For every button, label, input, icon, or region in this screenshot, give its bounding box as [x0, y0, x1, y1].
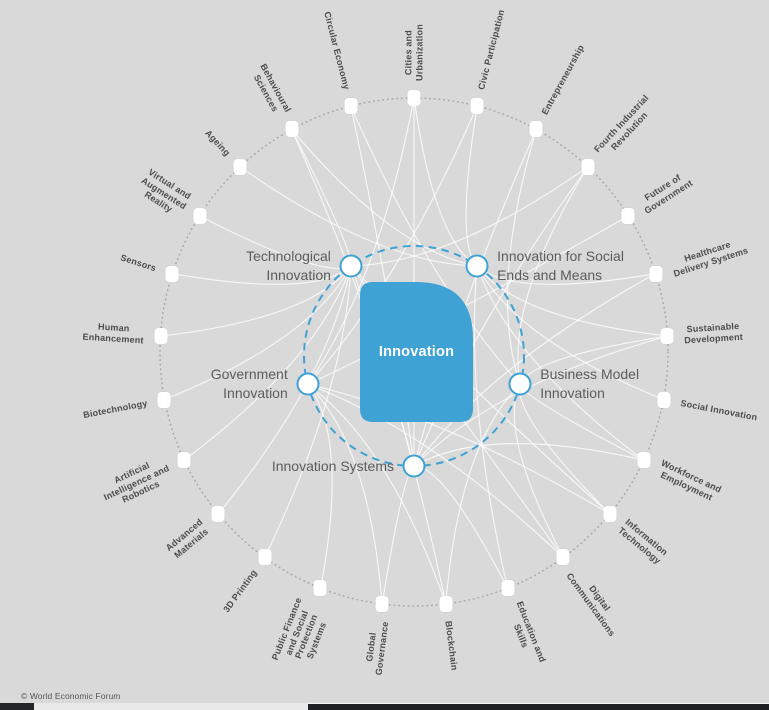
link-technological-innovation--biotechnology [164, 265, 352, 401]
link-government-innovation--information-technology [307, 383, 611, 515]
outer-node-blockchain[interactable] [439, 595, 453, 612]
bottom-bar-segment-middle [34, 703, 308, 710]
outer-node-entrepreneurship[interactable] [529, 121, 543, 138]
outer-node-circular-economy[interactable] [344, 97, 358, 114]
link-government-innovation--cities-and-urbanization [307, 97, 415, 385]
link-government-innovation--public-finance-and-social-protection-systems [307, 384, 333, 589]
link-innovation-for-social-ends-and-means--sustainable-development [476, 265, 668, 337]
outer-node-future-of-government[interactable] [621, 207, 635, 224]
link-innovation-systems--healthcare-delivery-systems [413, 273, 656, 467]
outer-node-workforce-and-employment[interactable] [637, 452, 651, 469]
outer-label-sensors[interactable]: Sensors [119, 251, 158, 273]
inner-label-innovation-systems[interactable]: Innovation Systems [271, 457, 394, 474]
link-innovation-systems--fourth-industrial-revolution [413, 166, 589, 467]
link-innovation-for-social-ends-and-means--healthcare-delivery-systems [476, 265, 656, 285]
inner-node-government-innovation[interactable] [296, 372, 320, 396]
link-technological-innovation--3d-printing [264, 265, 352, 558]
outer-node-cities-and-urbanization[interactable] [407, 90, 421, 106]
outer-node-artificial-intelligence-and-robotics[interactable] [177, 452, 191, 469]
link-innovation-systems--workforce-and-employment [413, 442, 644, 467]
outer-node-education-and-skills[interactable] [501, 580, 514, 597]
link-innovation-for-social-ends-and-means--workforce-and-employment [476, 265, 645, 461]
outer-label-blockchain[interactable]: Blockchain [443, 620, 460, 672]
outer-node-digital-communications[interactable] [556, 549, 570, 566]
bottom-bar-segment-right [308, 703, 769, 710]
bottom-bar-segment-left [0, 703, 34, 710]
bottom-bar [0, 703, 769, 710]
link-government-innovation--global-governance [307, 384, 383, 605]
outer-label-biotechnology[interactable]: Biotechnology [82, 397, 149, 420]
outer-node-information-technology[interactable] [603, 505, 617, 522]
link-business-model-innovation--entrepreneurship [506, 129, 537, 385]
outer-label-3d-printing[interactable]: 3D Printing [220, 568, 259, 615]
link-government-innovation--civic-participation [307, 105, 478, 385]
link-government-innovation--blockchain [307, 384, 447, 605]
outer-node-virtual-and-augmented-reality[interactable] [193, 207, 207, 224]
outer-node-advanced-materials[interactable] [211, 505, 225, 522]
outer-node-civic-participation[interactable] [470, 97, 484, 114]
link-technological-innovation--human-enhancement [160, 265, 352, 337]
outer-node-global-governance[interactable] [375, 595, 389, 612]
link-government-innovation--digital-communications [307, 383, 564, 558]
outer-node-fourth-industrial-revolution[interactable] [581, 158, 595, 175]
outer-node-sustainable-development[interactable] [660, 328, 674, 345]
link-innovation-for-social-ends-and-means--social-innovation [476, 265, 664, 401]
outer-node-human-enhancement[interactable] [154, 328, 167, 345]
link-innovation-for-social-ends-and-means--education-and-skills [473, 265, 509, 589]
inner-node-business-model-innovation[interactable] [508, 372, 532, 396]
outer-label-circular-economy[interactable]: Circular Economy [322, 10, 352, 91]
link-technological-innovation--fourth-industrial-revolution [350, 166, 589, 267]
outer-label-social-innovation[interactable]: Social Innovation [679, 397, 758, 423]
inner-node-technological-innovation[interactable] [339, 254, 363, 278]
inner-node-innovation-for-social-ends-and-means[interactable] [465, 254, 489, 278]
outer-node-3d-printing[interactable] [258, 549, 272, 566]
link-business-model-innovation--blockchain [445, 384, 521, 605]
outer-node-public-finance-and-social-protection-systems[interactable] [313, 580, 327, 597]
center-topic-label[interactable]: Innovation [378, 344, 455, 360]
outer-dotted-ring [159, 97, 669, 607]
outer-node-social-innovation[interactable] [657, 391, 670, 408]
outer-label-ageing[interactable]: Ageing [203, 127, 233, 158]
inner-node-innovation-systems[interactable] [402, 454, 426, 478]
outer-node-behavioural-sciences[interactable] [285, 121, 299, 138]
center-topic-shape[interactable] [360, 282, 473, 422]
outer-label-entrepreneurship[interactable]: Entrepreneurship [539, 43, 587, 117]
link-innovation-for-social-ends-and-means--behavioural-sciences [291, 129, 478, 267]
outer-label-civic-participation[interactable]: Civic Participation [476, 8, 507, 91]
outer-node-biotechnology[interactable] [157, 391, 171, 408]
link-technological-innovation--artificial-intelligence-and-robotics [183, 265, 352, 461]
outer-node-sensors[interactable] [165, 265, 179, 282]
link-business-model-innovation--circular-economy [350, 105, 521, 385]
outer-node-healthcare-delivery-systems[interactable] [649, 265, 663, 282]
copyright-text: © World Economic Forum [21, 691, 121, 701]
link-innovation-for-social-ends-and-means--ageing [239, 166, 478, 267]
outer-node-ageing[interactable] [233, 158, 247, 175]
